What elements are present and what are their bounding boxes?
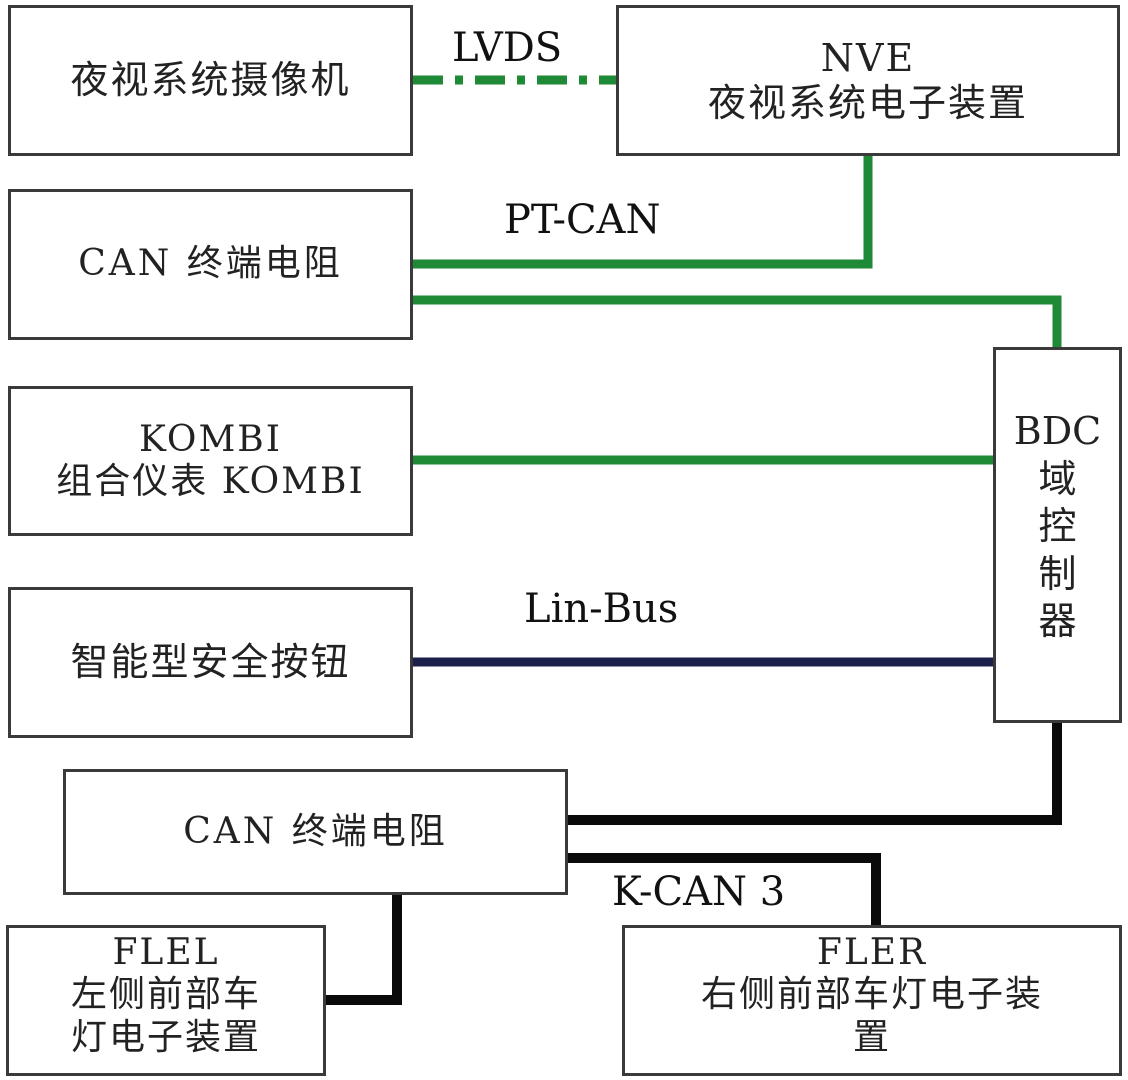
- bdc-char-4: 器: [1038, 599, 1077, 643]
- bdc-char-2: 控: [1038, 504, 1077, 548]
- bdc-char-3: 制: [1038, 551, 1077, 596]
- safety-button-label: 智能型安全按钮: [70, 640, 351, 685]
- kombi-label: 组合仪表 KOMBI: [56, 461, 365, 502]
- fler-box: FLER 右侧前部车灯电子装 置: [622, 925, 1122, 1076]
- night-vision-camera-box: 夜视系统摄像机: [8, 5, 413, 156]
- kombi-code: KOMBI: [139, 418, 282, 460]
- k-can3-link-flel: [326, 895, 402, 1005]
- nve-label: 夜视系统电子装置: [707, 80, 1028, 125]
- fler-label-1: 右侧前部车灯电子装: [700, 974, 1043, 1016]
- can-terminal-resistor-bottom-box: CAN 终端电阻: [63, 769, 568, 895]
- safety-button-box: 智能型安全按钮: [8, 587, 413, 738]
- flel-code: FLEL: [112, 932, 220, 973]
- pt-can-link-nve: [413, 156, 873, 269]
- flel-label-2: 灯电子装置: [70, 1016, 261, 1058]
- lin-bus-label: Lin-Bus: [524, 586, 679, 632]
- nve-code: NVE: [820, 35, 916, 80]
- bdc-box: BDC 域 控 制 器: [993, 347, 1122, 723]
- can-terminal-resistor-top-box: CAN 终端电阻: [8, 189, 413, 340]
- nve-box: NVE 夜视系统电子装置: [616, 5, 1120, 156]
- kombi-box: KOMBI 组合仪表 KOMBI: [8, 386, 413, 536]
- bdc-char-1: 域: [1038, 456, 1077, 501]
- bdc-code: BDC: [1013, 409, 1102, 453]
- can-resistor-top-label: CAN 终端电阻: [78, 243, 343, 285]
- fler-label-2: 置: [852, 1016, 891, 1058]
- k-can3-label: K-CAN 3: [612, 869, 786, 915]
- flel-box: FLEL 左侧前部车 灯电子装置: [6, 925, 326, 1076]
- pt-can-label: PT-CAN: [504, 197, 661, 243]
- can-resistor-bottom-label: CAN 终端电阻: [183, 810, 448, 852]
- fler-code: FLER: [816, 932, 928, 973]
- lvds-label: LVDS: [452, 25, 563, 71]
- pt-can-link-bdc: [413, 295, 1062, 347]
- flel-label-1: 左侧前部车: [70, 974, 261, 1016]
- camera-label: 夜视系统摄像机: [70, 58, 351, 103]
- k-can3-link-fler: [568, 853, 881, 925]
- k-can3-link-bdc: [568, 723, 1062, 825]
